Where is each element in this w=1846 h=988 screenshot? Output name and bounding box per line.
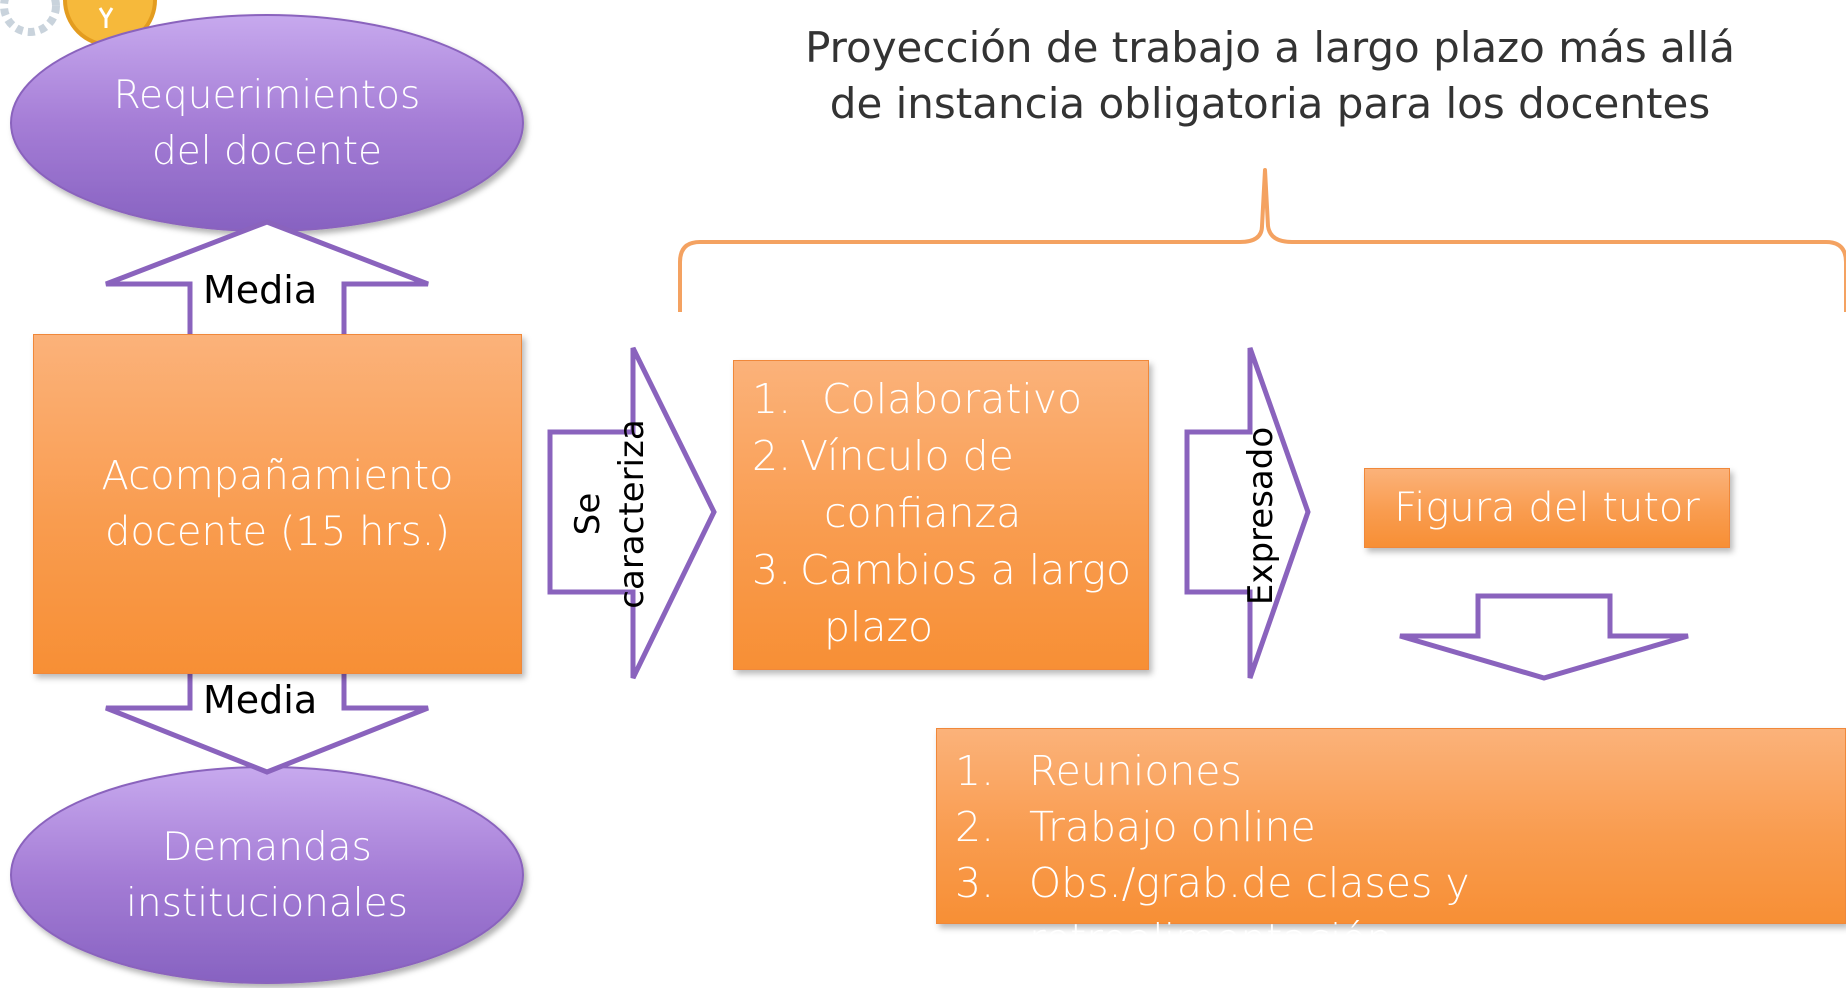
demands-line-1: Demandas	[162, 825, 372, 870]
curly-brace	[678, 168, 1846, 312]
demands-line-2: institucionales	[126, 881, 408, 926]
feature-num	[752, 599, 824, 656]
activity-text: Reuniones	[1029, 747, 1242, 795]
tutor-label: Figura del tutor	[1394, 485, 1700, 531]
feature-num: 2.	[752, 432, 792, 480]
title-line-2: de instancia obligatoria para los docent…	[829, 79, 1711, 128]
feature-item: confianza	[752, 485, 1148, 542]
diagram-title: Proyección de trabajo a largo plazo más …	[770, 20, 1770, 132]
feature-text: Cambios a largo	[800, 546, 1132, 594]
activity-num: 2.	[955, 803, 995, 851]
arrow-right1-label: Se caracteriza	[566, 414, 654, 614]
arrow-down-media-label: Media	[203, 678, 318, 722]
activity-text: Obs./grab.de clases y retroalimentación	[1028, 859, 1470, 963]
activity-item: 2. Trabajo online	[955, 799, 1845, 855]
activity-text: Trabajo online	[1029, 803, 1316, 851]
feature-item: 1. Colaborativo	[752, 371, 1148, 428]
feature-item: plazo	[752, 599, 1148, 656]
activities-box: 1. Reuniones 2. Trabajo online 3. Obs./g…	[936, 728, 1846, 963]
arrow-right-expressed	[1184, 347, 1311, 679]
main-box-accompaniment: Acompañamiento docente (15 hrs.)	[33, 334, 522, 674]
activity-num: 1.	[955, 747, 995, 795]
activity-item: 1. Reuniones	[955, 743, 1845, 799]
arrow-down-activities	[1399, 593, 1689, 681]
requirements-line-1: Requerimientos	[113, 73, 421, 118]
feature-num	[752, 485, 824, 542]
ellipse-requirements-label: Requerimientos del docente	[60, 68, 474, 180]
main-box-line-1: Acompañamiento	[101, 453, 454, 499]
feature-text: Vínculo de	[800, 432, 1014, 480]
feature-num: 1.	[752, 375, 792, 423]
title-line-1: Proyección de trabajo a largo plazo más …	[805, 23, 1735, 72]
activity-num: 3.	[955, 859, 995, 907]
arrow-right-characterizes	[547, 346, 717, 680]
characterizes-line-2: caracteriza	[612, 419, 652, 609]
expressed-label: Expresado	[1241, 426, 1281, 606]
feature-text: confianza	[824, 489, 1022, 537]
feature-item: 2. Vínculo de	[752, 428, 1148, 485]
arrow-up-media-label: Media	[203, 268, 318, 312]
requirements-line-2: del docente	[151, 129, 383, 174]
main-box-line-2: docente (15 hrs.)	[105, 509, 450, 555]
arrow-right2-label: Expresado	[1239, 411, 1283, 621]
feature-text: plazo	[824, 603, 934, 651]
characterizes-line-1: Se	[568, 492, 608, 536]
feature-num: 3.	[752, 546, 792, 594]
tutor-box: Figura del tutor	[1364, 468, 1730, 548]
feature-text: Colaborativo	[822, 375, 1083, 423]
feature-item: 3. Cambios a largo	[752, 542, 1148, 599]
activity-item: 3. Obs./grab.de clases y retroalimentaci…	[955, 855, 1845, 967]
features-box: 1. Colaborativo 2. Vínculo de confianza …	[733, 360, 1149, 670]
ellipse-demands-label: Demandas institucionales	[60, 820, 474, 932]
